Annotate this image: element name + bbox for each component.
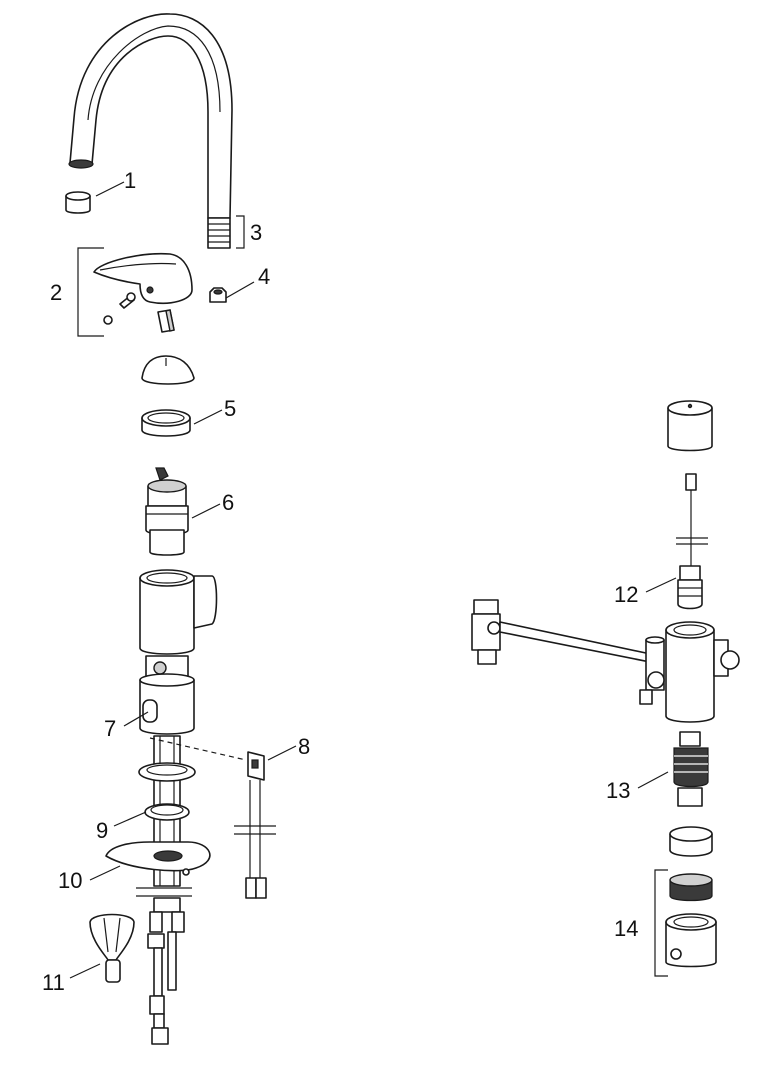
callout-11: 11 xyxy=(42,970,65,995)
leader-1 xyxy=(95,181,125,197)
dome-cover xyxy=(141,355,195,385)
leader-9 xyxy=(113,811,147,827)
nut xyxy=(209,287,227,303)
callout-4: 4 xyxy=(258,264,270,289)
supply-hose xyxy=(136,735,192,1045)
handle-screw xyxy=(119,292,136,309)
handle-lever xyxy=(93,252,193,305)
callout-6: 6 xyxy=(222,490,234,515)
leader-12 xyxy=(645,577,677,593)
callout-14: 14 xyxy=(614,916,638,941)
outlet-ring xyxy=(669,826,713,857)
callout-1: 1 xyxy=(124,168,136,193)
leader-6 xyxy=(191,503,221,519)
callout-9: 9 xyxy=(96,818,108,843)
filter-housing xyxy=(665,913,717,968)
handle-cap xyxy=(103,315,113,325)
leader-5 xyxy=(193,409,223,425)
tap-body xyxy=(139,569,218,735)
callout-2: 2 xyxy=(50,280,62,305)
valve-body xyxy=(471,599,740,723)
cartridge xyxy=(145,467,189,556)
aerator xyxy=(65,191,91,214)
bracket-nut xyxy=(89,913,135,983)
leader-8 xyxy=(267,745,297,761)
bracket-14 xyxy=(654,869,668,977)
leader-4 xyxy=(225,281,255,299)
callout-8: 8 xyxy=(298,734,310,759)
callout-3: 3 xyxy=(250,220,262,245)
washer-o-ring xyxy=(144,803,190,821)
leader-7 xyxy=(123,711,149,727)
handle-adapter xyxy=(157,309,175,333)
callout-10: 10 xyxy=(58,868,82,893)
callout-12: 12 xyxy=(614,582,638,607)
spout-threaded-end xyxy=(207,217,231,249)
leader-11 xyxy=(69,963,101,979)
check-valve xyxy=(673,731,709,807)
callout-5: 5 xyxy=(224,396,236,421)
callout-7: 7 xyxy=(104,716,116,741)
leader-10 xyxy=(89,865,121,881)
valve-cable xyxy=(676,473,708,566)
spout xyxy=(68,13,233,219)
ring-nut xyxy=(141,409,191,437)
filter-insert xyxy=(669,873,713,902)
sensor-lead xyxy=(149,737,276,899)
bracket-2 xyxy=(77,247,104,337)
callout-13: 13 xyxy=(606,778,630,803)
mounting-plate xyxy=(105,841,211,876)
leader-13 xyxy=(637,771,669,789)
bracket-3 xyxy=(236,215,245,249)
valve-cap xyxy=(667,400,713,452)
solenoid-valve xyxy=(677,565,703,610)
washer-upper xyxy=(138,762,196,782)
